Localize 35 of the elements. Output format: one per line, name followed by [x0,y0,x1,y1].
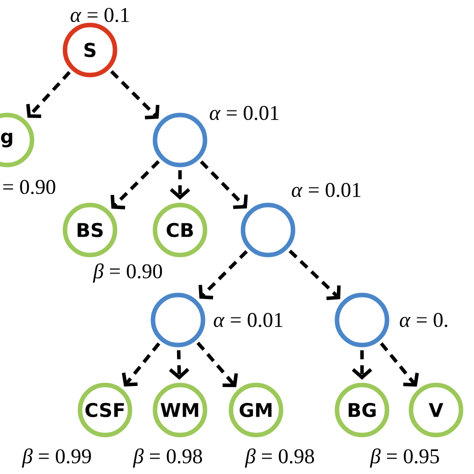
circle-node: BS [62,202,118,258]
parameter-label: α = 0.01 [210,106,278,120]
arrow [170,170,190,200]
circle-node [152,112,208,168]
parameter-label: β = 0.95 [370,448,439,468]
arrow [196,342,238,388]
arrow [380,342,419,387]
parameter-label: β = 0.98 [132,448,202,468]
arrow [168,350,190,380]
circle-node: GM [228,382,284,438]
circle-node [334,292,390,348]
parameter-label: β = 0.98 [244,448,314,468]
circle-node: CB [152,202,208,258]
circle-node: CSF [78,382,132,438]
arrow [200,160,248,210]
circle-node: V [408,382,464,438]
parameter-label: α = 0.1 [70,8,129,22]
parameter-label: β = 0.99 [22,448,91,468]
parameter-label: = 0.90 [3,180,56,194]
arrow [288,250,341,300]
parameter-label: β = 0.90 [92,263,162,283]
parameter-label: α = 0.01 [292,182,360,198]
arrow [122,342,160,386]
circle-node: WM [152,382,208,438]
arrow [26,71,71,118]
parameter-label: α = 0.01 [214,312,282,328]
circle-node [240,202,296,258]
circle-node: BG [334,382,390,438]
arrow [110,160,160,210]
arrow [198,250,248,300]
circle-node [150,292,206,348]
arrow [110,70,160,120]
parameter-label: α = 0. [400,312,448,328]
arrow [352,350,372,380]
circle-node: S [62,22,118,78]
